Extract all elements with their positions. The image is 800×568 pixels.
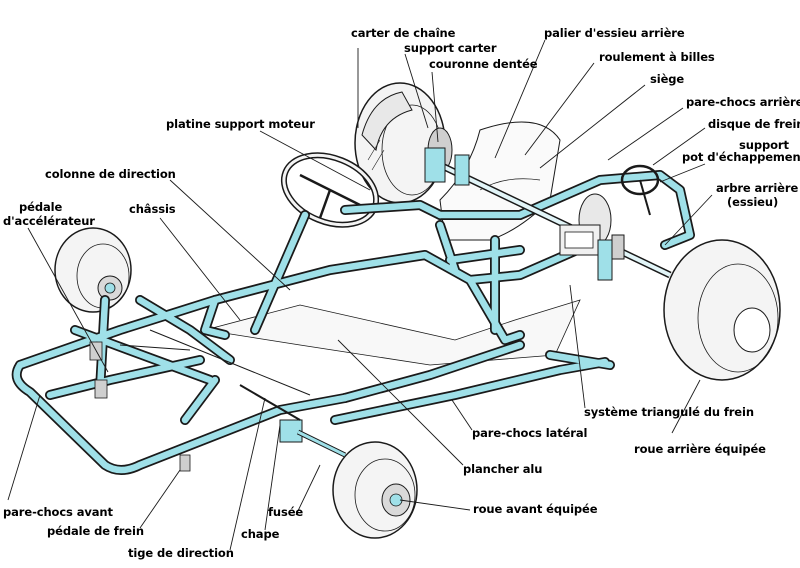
- label-pedale-de-frein: pédale de frein: [47, 524, 144, 538]
- label-tige-de-direction: tige de direction: [128, 546, 234, 560]
- rear-axle: [438, 161, 672, 279]
- label-couronne-dentee: couronne dentée: [429, 57, 538, 71]
- brake-system: [559, 224, 625, 281]
- steering-rods: [119, 329, 311, 421]
- chassis-frame: [11, 170, 695, 475]
- rear-right-wheel: [663, 239, 781, 381]
- label-chassis: châssis: [129, 202, 176, 216]
- label-arbre-arriere-line2: (essieu): [727, 195, 779, 209]
- label-pare-chocs-avant: pare-chocs avant: [3, 505, 113, 519]
- label-palier-essieu-arriere: palier d'essieu arrière: [544, 26, 685, 40]
- front-right-wheel: [332, 441, 418, 539]
- label-systeme-triangule-frein: système triangulé du frein: [584, 405, 754, 419]
- label-support-pot-line1: support: [739, 138, 789, 152]
- leader-lines: [7, 39, 713, 551]
- chain-guard: [361, 91, 413, 171]
- label-roue-avant-equipee: roue avant équipée: [473, 502, 598, 516]
- label-pedale-accelerateur-line1: pédale: [19, 200, 63, 214]
- label-colonne-de-direction: colonne de direction: [45, 167, 176, 181]
- label-chape: chape: [241, 527, 280, 541]
- label-support-pot-line2: pot d'échappement: [682, 150, 800, 164]
- label-pedale-accelerateur-line2: d'accélérateur: [3, 214, 95, 228]
- label-support-carter: support carter: [404, 41, 497, 55]
- label-pare-chocs-arriere: pare-chocs arrière: [686, 95, 800, 109]
- front-spindle: [279, 419, 347, 458]
- exhaust-support: [620, 164, 660, 216]
- label-arbre-arriere-line1: arbre arrière: [716, 181, 799, 195]
- axle-bearing: [424, 147, 470, 186]
- label-plancher-alu: plancher alu: [463, 462, 543, 476]
- label-disque-de-frein: disque de frein: [708, 117, 800, 131]
- label-fusee: fusée: [268, 505, 304, 519]
- label-carter-de-chaine: carter de chaîne: [351, 26, 456, 40]
- front-left-wheel: [54, 227, 132, 313]
- floor-pan: [204, 299, 581, 366]
- label-pare-chocs-lateral: pare-chocs latéral: [472, 426, 588, 440]
- label-platine-support-moteur: platine support moteur: [166, 117, 315, 131]
- label-siege: siège: [650, 72, 685, 86]
- label-roue-arriere-equipee: roue arrière équipée: [634, 442, 766, 456]
- label-roulement-a-billes: roulement à billes: [599, 50, 715, 64]
